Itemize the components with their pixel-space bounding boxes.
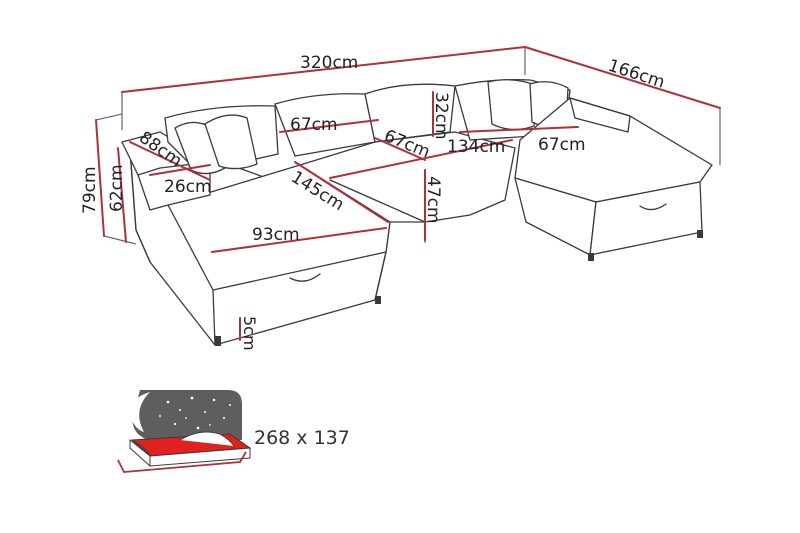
dim-back-cushion-height: 32cm — [431, 92, 451, 140]
dim-seat-height: 47cm — [423, 176, 443, 224]
night-sky-icon — [132, 390, 242, 440]
dim-leg-height: 5cm — [240, 316, 259, 351]
dim-seat-width-left: 67cm — [290, 115, 338, 135]
sofa-legs — [215, 230, 703, 346]
sofa-outline — [121, 78, 713, 346]
dim-total-width: 320cm — [300, 53, 358, 73]
bed-size-label: 268 x 137 — [254, 427, 350, 449]
dim-middle-width: 134cm — [447, 137, 505, 157]
dim-seat-width-right: 67cm — [538, 135, 586, 155]
dim-depth-right: 166cm — [605, 56, 667, 93]
dim-back-height: 62cm — [107, 164, 127, 212]
dim-chaise-width: 93cm — [252, 225, 300, 245]
sofa-bed-icon — [117, 390, 252, 473]
dim-total-height: 79cm — [80, 166, 100, 214]
dim-armrest-width: 26cm — [164, 177, 212, 197]
dimension-lines — [95, 46, 721, 341]
